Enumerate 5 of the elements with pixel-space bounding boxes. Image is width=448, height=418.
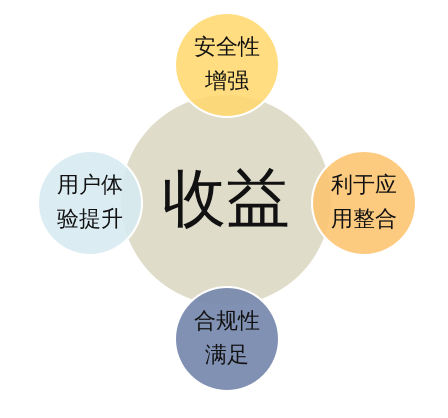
topic-label: 利于应用整合	[330, 172, 398, 234]
topic-label: 用户体验提升	[56, 172, 124, 234]
topic-label: 安全性增强	[193, 34, 261, 96]
center-title: 收益	[161, 161, 291, 238]
topic-label: 合规性满足	[193, 308, 261, 370]
